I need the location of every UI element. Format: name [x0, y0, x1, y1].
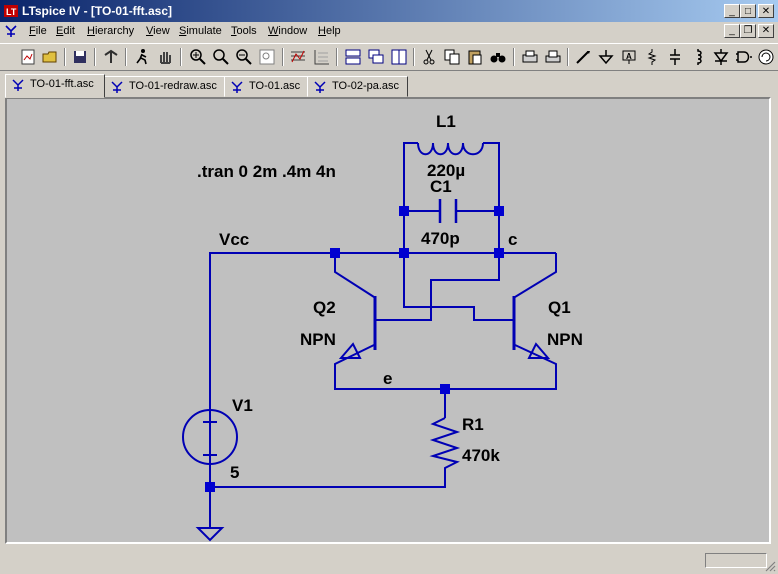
paste-icon[interactable] [465, 47, 485, 67]
q2-name-label: Q2 [313, 298, 336, 317]
resize-grip-icon[interactable] [764, 560, 776, 572]
menu-view[interactable]: View [146, 25, 170, 37]
inductor-icon[interactable] [688, 47, 708, 67]
open-folder-icon[interactable] [40, 47, 60, 67]
r1-name-label: R1 [462, 415, 484, 434]
close-button[interactable]: ✕ [758, 4, 774, 18]
r1-value-label: 470k [462, 446, 500, 465]
menu-hierarchy[interactable]: Hierarchy [87, 25, 135, 37]
q1-name-label: Q1 [548, 298, 571, 317]
doc-restore-button[interactable]: ❐ [740, 24, 756, 38]
window-horizontal-icon[interactable] [343, 47, 363, 67]
tab-to-02-pa[interactable]: TO-02-pa.asc [307, 76, 408, 97]
copy-icon[interactable] [442, 47, 462, 67]
run-icon[interactable] [132, 47, 152, 67]
q1-emitter-arrow [527, 342, 551, 359]
inductor-l1-symbol[interactable] [417, 142, 484, 156]
schematic-canvas[interactable]: .tran 0 2m .4m 4n L1 220µ C1 470p Vcc c … [7, 99, 769, 542]
l1-name-label: L1 [436, 112, 456, 131]
zoom-out-icon[interactable] [234, 47, 254, 67]
tab-label: TO-02-pa.asc [332, 80, 400, 92]
c1-value-label: 470p [421, 229, 460, 248]
q2-emitter-arrow [338, 342, 362, 359]
c1-name-label: C1 [430, 177, 452, 196]
menu-window[interactable]: Window [268, 25, 308, 37]
net-label-e: e [383, 369, 392, 388]
canvas-frame [5, 97, 771, 544]
status-bar [0, 548, 778, 574]
window-cascade-icon[interactable] [366, 47, 386, 67]
schematic-tab-icon [231, 81, 243, 93]
menu-file[interactable]: File [29, 25, 47, 37]
tab-to-01-redraw[interactable]: TO-01-redraw.asc [104, 76, 225, 97]
net-label-vcc: Vcc [219, 230, 249, 249]
q1-model-label: NPN [547, 330, 583, 349]
capacitor-c1-symbol[interactable] [438, 199, 458, 223]
find-binoculars-icon[interactable] [488, 47, 508, 67]
rotate-icon[interactable] [756, 47, 776, 67]
autorange-icon[interactable] [288, 47, 308, 67]
tab-label: TO-01-redraw.asc [129, 80, 217, 92]
new-schematic-icon[interactable] [18, 47, 38, 67]
control-panel-icon[interactable] [101, 47, 121, 67]
tab-label: TO-01.asc [249, 80, 301, 92]
menu-tools[interactable]: Tools [231, 25, 257, 37]
print-setup-icon[interactable] [520, 47, 540, 67]
label-net-icon[interactable]: A [619, 47, 639, 67]
ltspice-app-icon[interactable]: LT [3, 3, 19, 19]
toolbar [0, 43, 778, 71]
menu-simulate[interactable]: Simulate [179, 25, 222, 37]
wires [195, 142, 557, 542]
zoom-fit-icon[interactable] [211, 47, 231, 67]
junction-dots [205, 206, 504, 492]
cut-icon[interactable] [419, 47, 439, 67]
schematic-tab-icon [314, 81, 326, 93]
ground-icon[interactable] [596, 47, 616, 67]
net-label-c: c [508, 230, 517, 249]
tab-label: TO-01-fft.asc [30, 78, 94, 90]
l1-value-label: 220µ [427, 161, 465, 180]
print-icon[interactable] [543, 47, 563, 67]
window-title: LTspice IV - [TO-01-fft.asc] [22, 4, 173, 18]
voltage-source-v1-symbol[interactable] [182, 409, 238, 465]
tab-to-01[interactable]: TO-01.asc [224, 76, 308, 97]
minimize-button[interactable]: _ [724, 4, 740, 18]
status-panel [705, 553, 767, 568]
menu-edit[interactable]: Edit [56, 25, 75, 37]
svg-text:LT: LT [6, 7, 17, 17]
grid-icon[interactable] [312, 47, 332, 67]
tab-to-01-fft[interactable]: TO-01-fft.asc [5, 74, 105, 98]
capacitor-icon[interactable] [665, 47, 685, 67]
zoom-full-icon[interactable] [257, 47, 277, 67]
draw-wire-icon[interactable] [573, 47, 593, 67]
doc-minimize-button[interactable]: _ [724, 24, 740, 38]
schematic-tab-icon [111, 81, 123, 93]
resistor-icon[interactable] [642, 47, 662, 67]
window-tile-icon[interactable] [389, 47, 409, 67]
spice-directive[interactable]: .tran 0 2m .4m 4n [197, 162, 336, 181]
svg-text:A: A [626, 52, 632, 61]
transistor-bars [373, 296, 516, 350]
zoom-in-icon[interactable] [188, 47, 208, 67]
schematic-tab-icon [12, 79, 24, 91]
maximize-button[interactable]: □ [740, 4, 756, 18]
menu-help[interactable]: Help [318, 25, 341, 37]
doc-close-button[interactable]: ✕ [758, 24, 774, 38]
q2-model-label: NPN [300, 330, 336, 349]
v1-value-label: 5 [230, 463, 239, 482]
diode-icon[interactable] [711, 47, 731, 67]
halt-hand-icon[interactable] [155, 47, 175, 67]
save-icon[interactable] [70, 47, 90, 67]
title-bar: LT LTspice IV - [TO-01-fft.asc] _ □ ✕ [0, 0, 778, 22]
document-icon[interactable] [4, 24, 18, 38]
v1-name-label: V1 [232, 396, 253, 415]
component-icon[interactable] [734, 47, 754, 67]
